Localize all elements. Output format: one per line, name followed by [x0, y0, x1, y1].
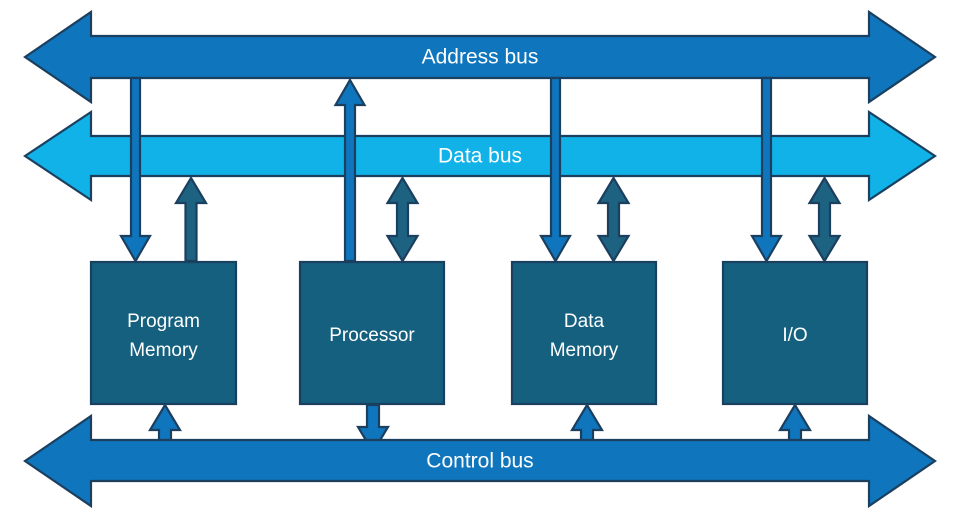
data-bus-label: Data bus	[438, 145, 522, 168]
control-bus-label: Control bus	[426, 450, 533, 473]
block-data-memory-label-line2: Memory	[550, 340, 619, 361]
block-program-memory[interactable]: Program Memory	[89, 260, 238, 406]
block-io-label: I/O	[782, 325, 807, 346]
connector-program-memory-to-data	[174, 175, 208, 263]
connector-program-memory-to-control	[148, 402, 182, 443]
data-bus[interactable]	[23, 109, 937, 203]
block-processor[interactable]: Processor	[298, 260, 446, 406]
block-program-memory-label-line1: Program	[127, 311, 200, 332]
block-io[interactable]: I/O	[721, 260, 869, 406]
address-bus[interactable]	[23, 9, 937, 105]
block-program-memory-label-line2: Memory	[129, 340, 198, 361]
block-data-memory[interactable]: Data Memory	[510, 260, 658, 406]
connector-io-data-bidirectional	[807, 175, 842, 264]
connector-io-to-control	[778, 402, 812, 443]
connector-address-to-program-memory	[119, 76, 152, 264]
control-bus[interactable]	[23, 413, 937, 509]
address-bus-label: Address bus	[422, 46, 539, 69]
data-bus-shape	[23, 109, 937, 203]
control-bus-shape	[23, 413, 937, 509]
connector-data-memory-data-bidirectional	[596, 175, 631, 264]
address-bus-shape	[23, 9, 937, 105]
connector-processor-data-bidirectional	[385, 175, 420, 264]
connector-address-to-data-memory	[539, 76, 572, 264]
connector-data-memory-to-control	[570, 402, 604, 443]
block-data-memory-label-line1: Data	[564, 311, 605, 332]
connector-address-to-io	[750, 76, 783, 264]
block-processor-label: Processor	[329, 325, 415, 346]
